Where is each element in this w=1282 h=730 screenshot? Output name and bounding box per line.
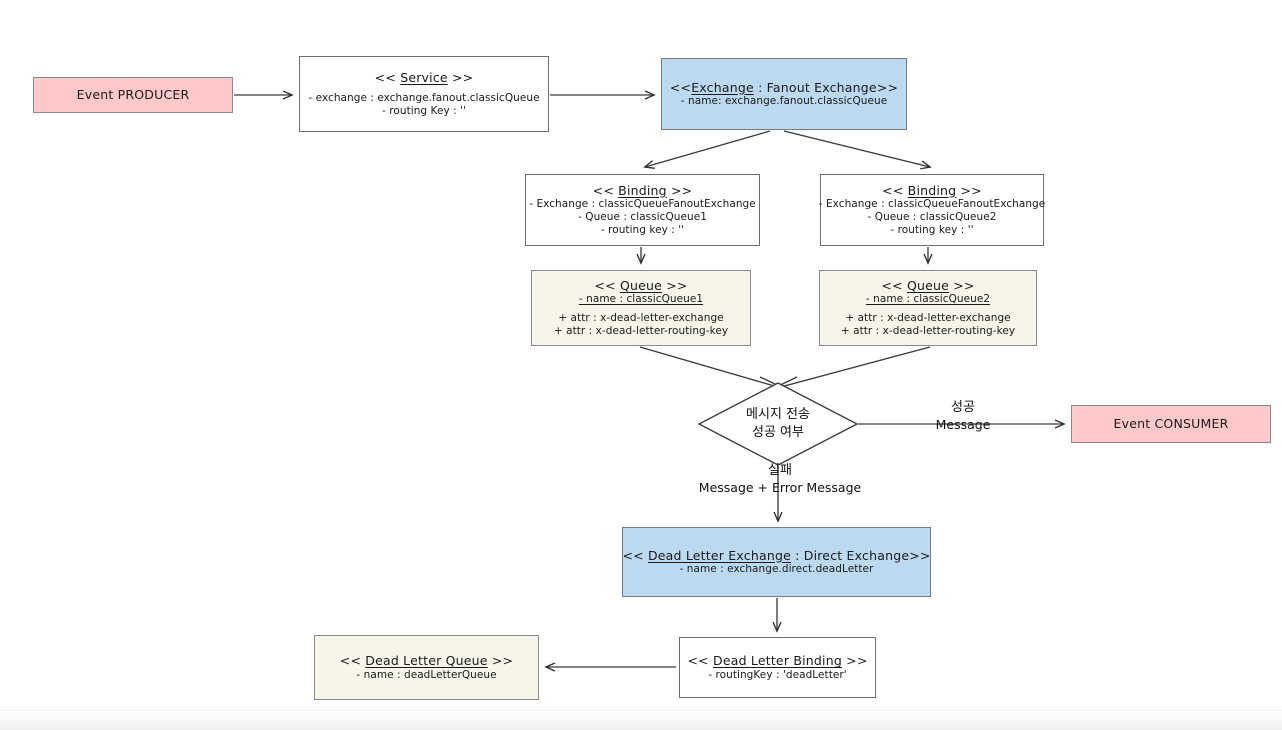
node-binding-2[interactable]: << Binding >> - Exchange : classicQueueF… [818,174,1046,246]
dlx-title: << Dead Letter Exchange : Direct Exchang… [622,548,930,564]
edge-exchange-to-binding2 [783,130,930,167]
edge-label-success-ko: 성공 [951,400,975,415]
decision-label-line2: 성공 여부 [752,425,804,440]
queue2-title: << Queue >> [881,278,974,294]
decision-label-line1: 메시지 전송 [746,407,810,423]
node-binding-1[interactable]: << Binding >> - Exchange : classicQueueF… [525,174,760,246]
service-attr-routing-key: - routing Key : '' [382,104,466,117]
queue1-title: << Queue >> [594,278,687,294]
node-queue-2[interactable]: << Queue >> - name : classicQueue2 + att… [819,270,1037,346]
dlqueue-attr-name: - name : deadLetterQueue [356,668,497,681]
node-event-producer[interactable]: Event PRODUCER [33,77,233,113]
producer-label: Event PRODUCER [76,87,190,103]
queue2-attr-name: - name : classicQueue2 [865,293,991,306]
binding2-name: Binding [907,182,957,198]
edge-label-failure-en: Message + Error Message [698,479,862,495]
edge-label-success-en: Message [935,416,991,432]
decision-node-message-delivery[interactable]: 메시지 전송 성공 여부 [699,383,857,465]
binding2-attr-exchange: - Exchange : classicQueueFanoutExchange [818,198,1046,211]
binding2-attr-routing-key: - routing key : '' [890,224,974,237]
exchange-name: Exchange [691,79,754,95]
binding2-stereotype-open: << [882,182,908,198]
dlbinding-attr-routing-key: - routingKey : 'deadLetter' [708,668,847,681]
binding1-name: Binding [618,182,667,198]
queue1-attr-dlx: + attr : x-dead-letter-exchange [558,312,724,325]
queue1-attr-dlrk: + attr : x-dead-letter-routing-key [553,325,729,338]
queue2-name: Queue [906,277,950,293]
dlqueue-title: << Dead Letter Queue >> [340,653,513,669]
binding2-stereotype-close: >> [956,182,982,198]
queue1-stereotype-close: >> [662,277,688,293]
queue1-attr-name: - name : classicQueue1 [578,293,704,306]
dlqueue-stereotype-close: >> [487,653,514,669]
service-stereotype-open: << [374,70,401,86]
binding1-stereotype-close: >> [666,182,693,198]
binding1-attr-queue: - Queue : classicQueue1 [578,211,707,224]
edge-label-success: 성공 Message [903,400,1023,433]
consumer-label: Event CONSUMER [1113,416,1229,432]
binding1-title: << Binding >> [593,183,693,199]
edge-label-failure-ko: 실패 [768,463,792,478]
node-dead-letter-queue[interactable]: << Dead Letter Queue >> - name : deadLet… [314,635,539,700]
queue2-stereotype-close: >> [949,277,975,293]
dlx-attr-name: - name : exchange.direct.deadLetter [679,563,874,576]
bottom-gradient-strip [0,710,1282,730]
dlx-stereotype-close: : Direct Exchange>> [790,547,931,563]
exchange-attr-name: - name: exchange.fanout.classicQueue [680,95,888,108]
node-queue-1[interactable]: << Queue >> - name : classicQueue1 + att… [531,270,751,346]
service-stereotype-close: >> [447,70,474,86]
dlbinding-name: Dead Letter Binding [713,653,842,669]
dlbinding-stereotype-close: >> [841,653,868,669]
dlbinding-stereotype-open: << [687,653,714,669]
binding2-title: << Binding >> [882,183,982,199]
binding1-stereotype-open: << [592,182,619,198]
binding2-attr-queue: - Queue : classicQueue2 [867,211,997,224]
exchange-stereotype-close: : Fanout Exchange>> [753,79,899,95]
service-title: << Service >> [375,70,474,86]
dlx-stereotype-open: << [622,547,648,563]
decision-label: 메시지 전송 성공 여부 [699,383,857,465]
exchange-stereotype-open: << [669,79,692,95]
dlx-name: Dead Letter Exchange [647,547,791,563]
dlqueue-stereotype-open: << [339,653,366,669]
service-name: Service [400,70,448,86]
edge-exchange-to-binding1 [645,130,771,167]
node-fanout-exchange[interactable]: <<Exchange : Fanout Exchange>> - name: e… [661,58,907,130]
queue1-stereotype-open: << [594,277,620,293]
node-dead-letter-binding[interactable]: << Dead Letter Binding >> - routingKey :… [679,637,876,698]
binding1-attr-routing-key: - routing key : '' [600,224,685,237]
binding1-attr-exchange: - Exchange : classicQueueFanoutExchange [529,198,756,211]
dlqueue-name: Dead Letter Queue [365,653,488,669]
service-attr-exchange: - exchange : exchange.fanout.classicQueu… [308,91,540,104]
node-dead-letter-exchange[interactable]: << Dead Letter Exchange : Direct Exchang… [622,527,931,597]
queue1-name: Queue [619,277,663,293]
queue2-stereotype-open: << [881,277,907,293]
edge-label-failure: 실패 Message + Error Message [620,463,940,496]
node-service[interactable]: << Service >> - exchange : exchange.fano… [299,56,549,132]
queue2-attr-dlx: + attr : x-dead-letter-exchange [845,312,1011,325]
node-event-consumer[interactable]: Event CONSUMER [1071,405,1271,443]
dlbinding-title: << Dead Letter Binding >> [687,653,867,669]
exchange-title: <<Exchange : Fanout Exchange>> [670,80,898,96]
queue2-attr-dlrk: + attr : x-dead-letter-routing-key [840,325,1016,338]
